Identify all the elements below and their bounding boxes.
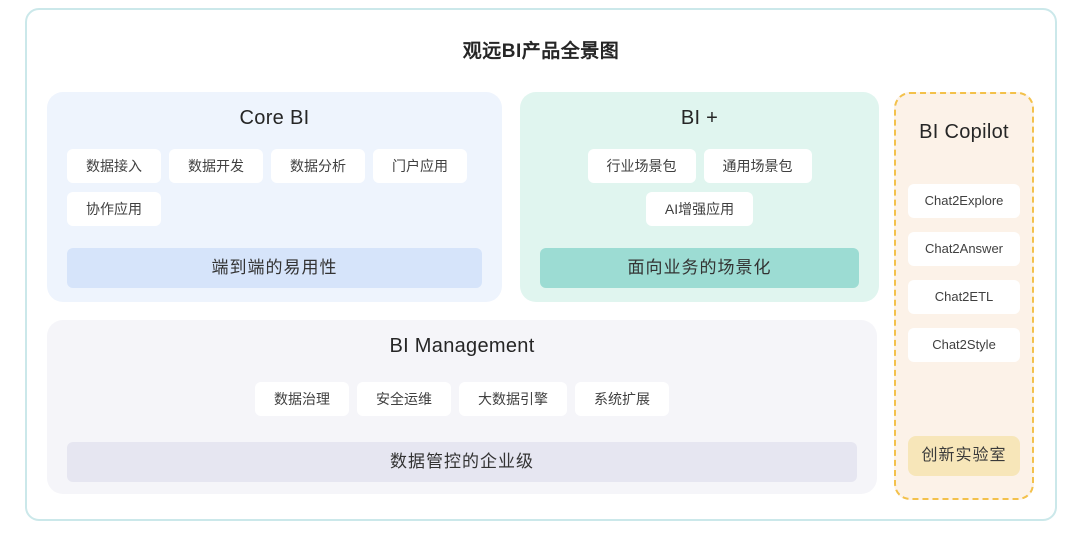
chip-chat2explore: Chat2Explore xyxy=(908,184,1020,218)
bi-management-title: BI Management xyxy=(389,335,535,357)
chip-general-scenario-pack: 通用场景包 xyxy=(703,149,812,183)
panel-bi-management: BI Management 数据治理 安全运维 大数据引擎 系统扩展 数据管控的… xyxy=(47,320,877,494)
chip-data-development: 数据开发 xyxy=(169,149,263,183)
bi-management-chip-row: 数据治理 安全运维 大数据引擎 系统扩展 xyxy=(67,382,857,416)
bi-plus-chip-row: 行业场景包 通用场景包 AI增强应用 xyxy=(540,149,859,226)
bi-copilot-title: BI Copilot xyxy=(919,121,1009,143)
chip-bigdata-engine: 大数据引擎 xyxy=(459,382,567,416)
panel-bi-plus: BI + 行业场景包 通用场景包 AI增强应用 面向业务的场景化 xyxy=(520,92,879,302)
chip-security-operations: 安全运维 xyxy=(357,382,451,416)
bi-plus-title: BI + xyxy=(680,107,719,129)
chip-chat2style: Chat2Style xyxy=(908,328,1020,362)
chip-data-governance: 数据治理 xyxy=(255,382,349,416)
chip-collaboration-app: 协作应用 xyxy=(67,192,161,226)
panel-core-bi: Core BI 数据接入 数据开发 数据分析 门户应用 协作应用 端到端的易用性 xyxy=(47,92,502,302)
chip-data-analysis: 数据分析 xyxy=(271,149,365,183)
bi-copilot-chip-column: Chat2Explore Chat2Answer Chat2ETL Chat2S… xyxy=(908,184,1020,362)
innovation-lab-badge: 创新实验室 xyxy=(908,436,1020,476)
core-bi-chip-row: 数据接入 数据开发 数据分析 门户应用 协作应用 xyxy=(67,149,482,226)
chip-data-access: 数据接入 xyxy=(67,149,161,183)
page-title: 观远BI产品全景图 xyxy=(462,41,620,62)
chip-system-extension: 系统扩展 xyxy=(575,382,669,416)
chip-chat2answer: Chat2Answer xyxy=(908,232,1020,266)
panel-bi-copilot: BI Copilot Chat2Explore Chat2Answer Chat… xyxy=(894,92,1034,500)
chip-portal-app: 门户应用 xyxy=(373,149,467,183)
bi-management-banner: 数据管控的企业级 xyxy=(67,442,857,482)
chip-ai-enhanced-app: AI增强应用 xyxy=(645,192,754,226)
bi-plus-banner: 面向业务的场景化 xyxy=(540,248,859,288)
chip-industry-scenario-pack: 行业场景包 xyxy=(587,149,696,183)
chip-chat2etl: Chat2ETL xyxy=(908,280,1020,314)
core-bi-banner: 端到端的易用性 xyxy=(67,248,482,288)
core-bi-title: Core BI xyxy=(239,107,310,129)
product-panorama-frame: 观远BI产品全景图 Core BI 数据接入 数据开发 数据分析 门户应用 协作… xyxy=(25,8,1057,521)
